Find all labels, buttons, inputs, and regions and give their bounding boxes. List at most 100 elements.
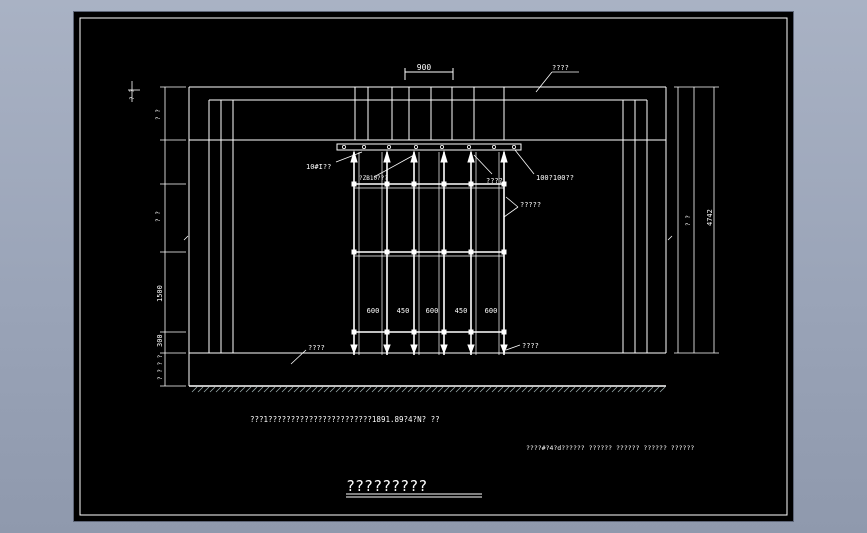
ground-hatch-stroke [299, 386, 306, 393]
scaffold-node [351, 329, 357, 335]
ground-hatch-stroke [641, 386, 648, 393]
ground-hatch-stroke [347, 386, 354, 393]
ground-hatch-stroke [221, 386, 228, 393]
ground-hatch-stroke [653, 386, 660, 393]
ground-hatch-stroke [533, 386, 540, 393]
ground-hatch-stroke [317, 386, 324, 393]
ground-hatch-stroke [617, 386, 624, 393]
label-left-support: 10#I?? [306, 163, 331, 171]
ground-hatch-stroke [311, 386, 318, 393]
scaffold-node [468, 249, 474, 255]
dim-right-q: ? ? [685, 215, 692, 226]
head-bolt [439, 144, 444, 149]
cad-viewport[interactable]: 900 ???? [74, 12, 793, 521]
scaffold-node [468, 329, 474, 335]
ground-hatch-stroke [467, 386, 474, 393]
ground-hatch-stroke [233, 386, 240, 393]
ground-hatch-stroke [281, 386, 288, 393]
ground-hatch-stroke [497, 386, 504, 393]
scaffold-node [384, 181, 390, 187]
head-bolt [361, 144, 366, 149]
scaffold-node [384, 329, 390, 335]
ground-hatch-stroke [401, 386, 408, 393]
left-dim-chain [128, 81, 189, 387]
dim-900-text: 900 [417, 63, 432, 72]
ground-hatch-stroke [521, 386, 528, 393]
ground-hatch-stroke [623, 386, 630, 393]
ground-hatch-stroke [245, 386, 252, 393]
leader-right-frame [503, 206, 519, 218]
dim-left-q1: ? ? [155, 109, 162, 120]
scaffold-head-beam [336, 143, 522, 151]
ground-hatch-stroke [569, 386, 576, 393]
scaffold-node [411, 329, 417, 335]
ground-hatch-stroke [485, 386, 492, 393]
label-middle-right: ???? [486, 177, 503, 185]
leader-left-bottom [290, 349, 307, 365]
scaffold-node [411, 181, 417, 187]
leader-right-bottom [505, 344, 521, 351]
ground-hatch-stroke [365, 386, 372, 393]
bay-dim-3: 600 [426, 307, 439, 315]
ground-hatch-stroke [215, 386, 222, 393]
top-jacks [350, 150, 508, 163]
scaffold-node [351, 249, 357, 255]
scaffold-node [441, 249, 447, 255]
scaffold-node [501, 181, 507, 187]
ground-hatch-stroke [527, 386, 534, 393]
ground-hatch-stroke [563, 386, 570, 393]
dim-right-4742: 4742 [706, 209, 714, 226]
ground-hatch-stroke [203, 386, 210, 393]
scaffold-frame [353, 152, 505, 355]
ground-hatch-stroke [269, 386, 276, 393]
scaffold-node [441, 329, 447, 335]
ground-hatch-stroke [389, 386, 396, 393]
scaffold-node [384, 249, 390, 255]
head-bolt [413, 144, 418, 149]
head-bolt [511, 144, 516, 149]
drawing-title: ????????? [346, 477, 427, 495]
bay-dim-4: 450 [455, 307, 468, 315]
ground-hatch-stroke [293, 386, 300, 393]
head-bolt [341, 144, 346, 149]
ground-hatch-stroke [449, 386, 456, 393]
scaffold-node [441, 181, 447, 187]
ground-hatch-stroke [575, 386, 582, 393]
ground-hatch-stroke [443, 386, 450, 393]
ground-hatch-stroke [191, 386, 198, 393]
ground-hatch-stroke [611, 386, 618, 393]
ground-hatch-stroke [503, 386, 510, 393]
base-jacks [350, 344, 508, 355]
ground-hatch-stroke [551, 386, 558, 393]
ground-hatch-stroke [635, 386, 642, 393]
ground-hatch-stroke [599, 386, 606, 393]
drawing-border [79, 17, 788, 516]
ground-hatch-stroke [629, 386, 636, 393]
ground-hatch-stroke [239, 386, 246, 393]
head-bolt [386, 144, 391, 149]
ground-hatch-stroke [413, 386, 420, 393]
ground-hatch-stroke [437, 386, 444, 393]
bay-dim-5: 600 [485, 307, 498, 315]
scaffold-node [501, 249, 507, 255]
head-bolts [341, 144, 516, 149]
ground-hatch-stroke [587, 386, 594, 393]
scaffold-nodes [351, 181, 507, 335]
leader-left-support2 [373, 154, 415, 178]
label-right-support: 100?100?? [536, 174, 574, 182]
ground-hatch-stroke [251, 386, 258, 393]
ground-hatch-stroke [479, 386, 486, 393]
ground-hatch-stroke [539, 386, 546, 393]
ground-hatch-stroke [263, 386, 270, 393]
ground-hatch-stroke [197, 386, 204, 393]
scaffold-elevation-drawing: 900 ???? [79, 17, 788, 516]
label-top-beam: ???? [552, 64, 569, 72]
ground-hatch-stroke [227, 386, 234, 393]
structural-frame [188, 86, 667, 386]
ground-hatch-stroke [341, 386, 348, 393]
ground-hatch-stroke [581, 386, 588, 393]
leader-middle-right [473, 154, 493, 175]
ground-hatch-stroke [359, 386, 366, 393]
ground-hatch-stroke [377, 386, 384, 393]
dim-left-q4: ? ? ? ? [157, 354, 164, 380]
